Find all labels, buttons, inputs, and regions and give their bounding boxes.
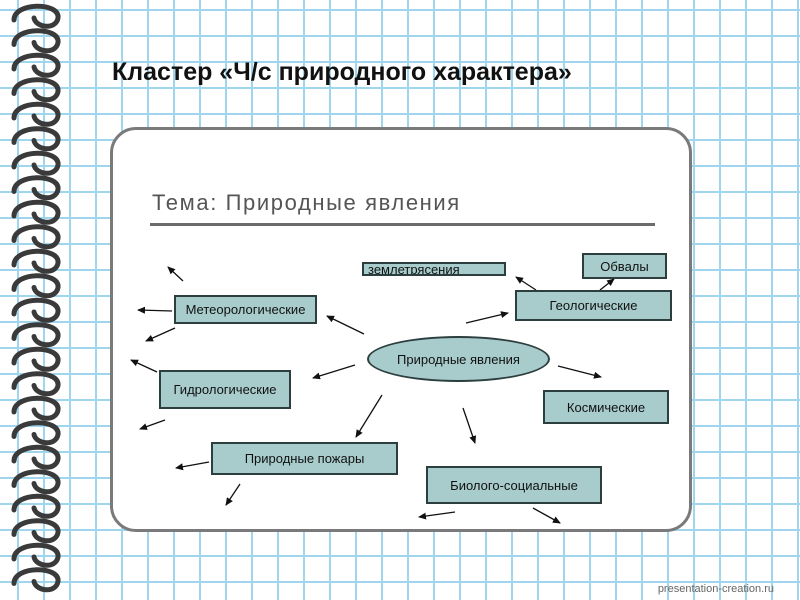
heading-underline — [150, 223, 655, 226]
spiral-ring — [11, 224, 61, 250]
spiral-ring — [11, 322, 61, 348]
spiral-ring — [11, 420, 61, 446]
arrow-fires-down — [225, 483, 241, 506]
node-cosmic: Космические — [543, 390, 669, 424]
node-bio-social: Биолого-социальные — [426, 466, 602, 504]
node-meteorological: Метеорологические — [174, 295, 317, 324]
arrow-geo-left — [515, 276, 537, 291]
arrow-meteo-up — [167, 266, 184, 282]
spiral-ring — [11, 52, 61, 78]
arrow-to-bio-social — [462, 407, 477, 444]
spiral-ring — [11, 395, 61, 421]
spiral-ring — [11, 273, 61, 299]
spiral-ring — [11, 77, 61, 103]
spiral-ring — [11, 150, 61, 176]
spiral-ring — [11, 493, 61, 519]
arrow-to-wildfires — [355, 394, 383, 438]
watermark: presentation-creation.ru — [657, 583, 774, 595]
arrow-meteo-left — [137, 306, 173, 314]
spiral-ring — [11, 371, 61, 397]
arrow-bio-right — [532, 507, 561, 524]
spiral-ring — [11, 469, 61, 495]
arrow-to-hydrological — [312, 364, 356, 380]
notebook-rings — [11, 3, 61, 593]
spiral-ring — [11, 3, 61, 29]
node-earthquakes: землетрясения — [362, 262, 506, 276]
arrow-hydro-down — [139, 419, 166, 430]
spiral-ring — [11, 444, 61, 470]
spiral-ring — [11, 567, 61, 593]
spiral-ring — [11, 297, 61, 323]
arrow-meteo-down — [145, 327, 176, 342]
arrow-bio-left — [418, 511, 456, 520]
arrow-fires-left — [175, 461, 210, 471]
node-hydrological: Гидрологические — [159, 370, 291, 409]
spiral-ring — [11, 28, 61, 54]
spiral-ring — [11, 199, 61, 225]
arrow-to-geological — [465, 311, 509, 324]
spiral-ring — [11, 346, 61, 372]
spiral-ring — [11, 101, 61, 127]
node-landslides: Обвалы — [582, 253, 667, 279]
arrow-to-meteorological — [326, 315, 365, 335]
diagram-frame — [110, 127, 692, 532]
arrow-geo-right — [599, 278, 615, 291]
spiral-ring — [11, 126, 61, 152]
spiral-ring — [11, 175, 61, 201]
node-geological: Геологические — [515, 290, 672, 321]
center-node: Природные явления — [367, 336, 550, 382]
node-wildfires: Природные пожары — [211, 442, 398, 475]
arrow-hydro-up — [130, 359, 158, 373]
spiral-ring — [11, 542, 61, 568]
topic-heading: Тема: Природные явления — [152, 190, 461, 215]
arrow-to-cosmic — [557, 365, 602, 379]
slide-title: Кластер «Ч/с природного характера» — [112, 58, 572, 86]
spiral-ring — [11, 248, 61, 274]
spiral-ring — [11, 518, 61, 544]
